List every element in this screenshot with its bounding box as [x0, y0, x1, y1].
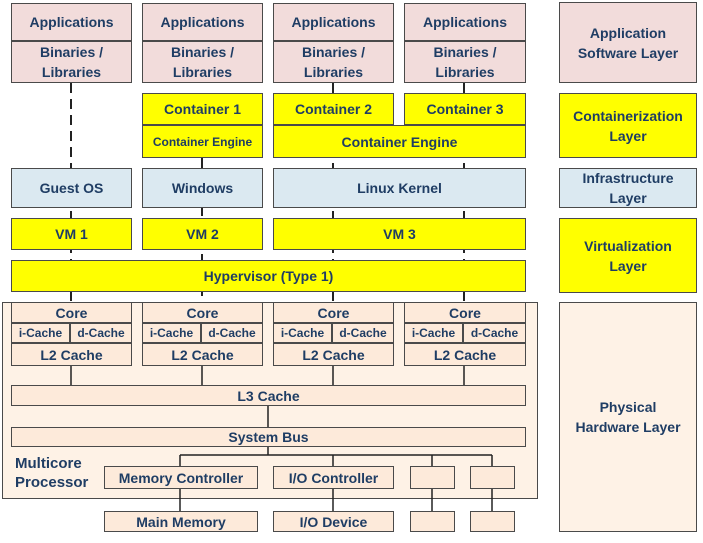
icache: i-Cache [273, 323, 332, 343]
memory-controller: Memory Controller [104, 466, 258, 489]
guest-os: Guest OS [11, 168, 132, 208]
io-device: I/O Device [273, 511, 394, 532]
dcache: d-Cache [201, 323, 263, 343]
l2-cache: L2 Cache [142, 343, 263, 366]
binaries-box-2: Binaries / Libraries [142, 41, 263, 83]
core-label: Core [11, 302, 132, 323]
app-box-4: Applications [404, 3, 526, 41]
binaries-box-3: Binaries / Libraries [273, 41, 394, 83]
app-box-1: Applications [11, 3, 132, 41]
layer-virtualization: Virtualization Layer [559, 218, 697, 293]
l3-cache: L3 Cache [11, 385, 526, 406]
l2-cache: L2 Cache [11, 343, 132, 366]
windows-os: Windows [142, 168, 263, 208]
extra-device-2 [470, 511, 515, 532]
icache: i-Cache [404, 323, 463, 343]
container-3: Container 3 [404, 93, 526, 125]
layer-application: Application Software Layer [559, 2, 697, 83]
main-memory: Main Memory [104, 511, 258, 532]
vm-1: VM 1 [11, 218, 132, 250]
app-box-3: Applications [273, 3, 394, 41]
extra-controller-1 [410, 466, 455, 489]
vm-2: VM 2 [142, 218, 263, 250]
multicore-processor-label: Multicore Processor [15, 455, 89, 491]
layer-physical: Physical Hardware Layer [559, 302, 697, 532]
hypervisor: Hypervisor (Type 1) [11, 260, 526, 292]
icache: i-Cache [11, 323, 70, 343]
layer-infrastructure: Infrastructure Layer [559, 168, 697, 208]
app-box-2: Applications [142, 3, 263, 41]
container-engine-large: Container Engine [273, 125, 526, 158]
linux-kernel: Linux Kernel [273, 168, 526, 208]
core-label: Core [273, 302, 394, 323]
container-2: Container 2 [273, 93, 394, 125]
layer-containerization: Containerization Layer [559, 93, 697, 158]
vm-3: VM 3 [273, 218, 526, 250]
extra-controller-2 [470, 466, 515, 489]
extra-device-1 [410, 511, 455, 532]
dcache: d-Cache [70, 323, 132, 343]
dcache: d-Cache [332, 323, 394, 343]
container-engine-small: Container Engine [142, 125, 263, 158]
container-1: Container 1 [142, 93, 263, 125]
core-label: Core [142, 302, 263, 323]
icache: i-Cache [142, 323, 201, 343]
binaries-box-1: Binaries / Libraries [11, 41, 132, 83]
dcache: d-Cache [463, 323, 526, 343]
l2-cache: L2 Cache [273, 343, 394, 366]
l2-cache: L2 Cache [404, 343, 526, 366]
io-controller: I/O Controller [273, 466, 394, 489]
system-bus: System Bus [11, 427, 526, 447]
binaries-box-4: Binaries / Libraries [404, 41, 526, 83]
core-label: Core [404, 302, 526, 323]
